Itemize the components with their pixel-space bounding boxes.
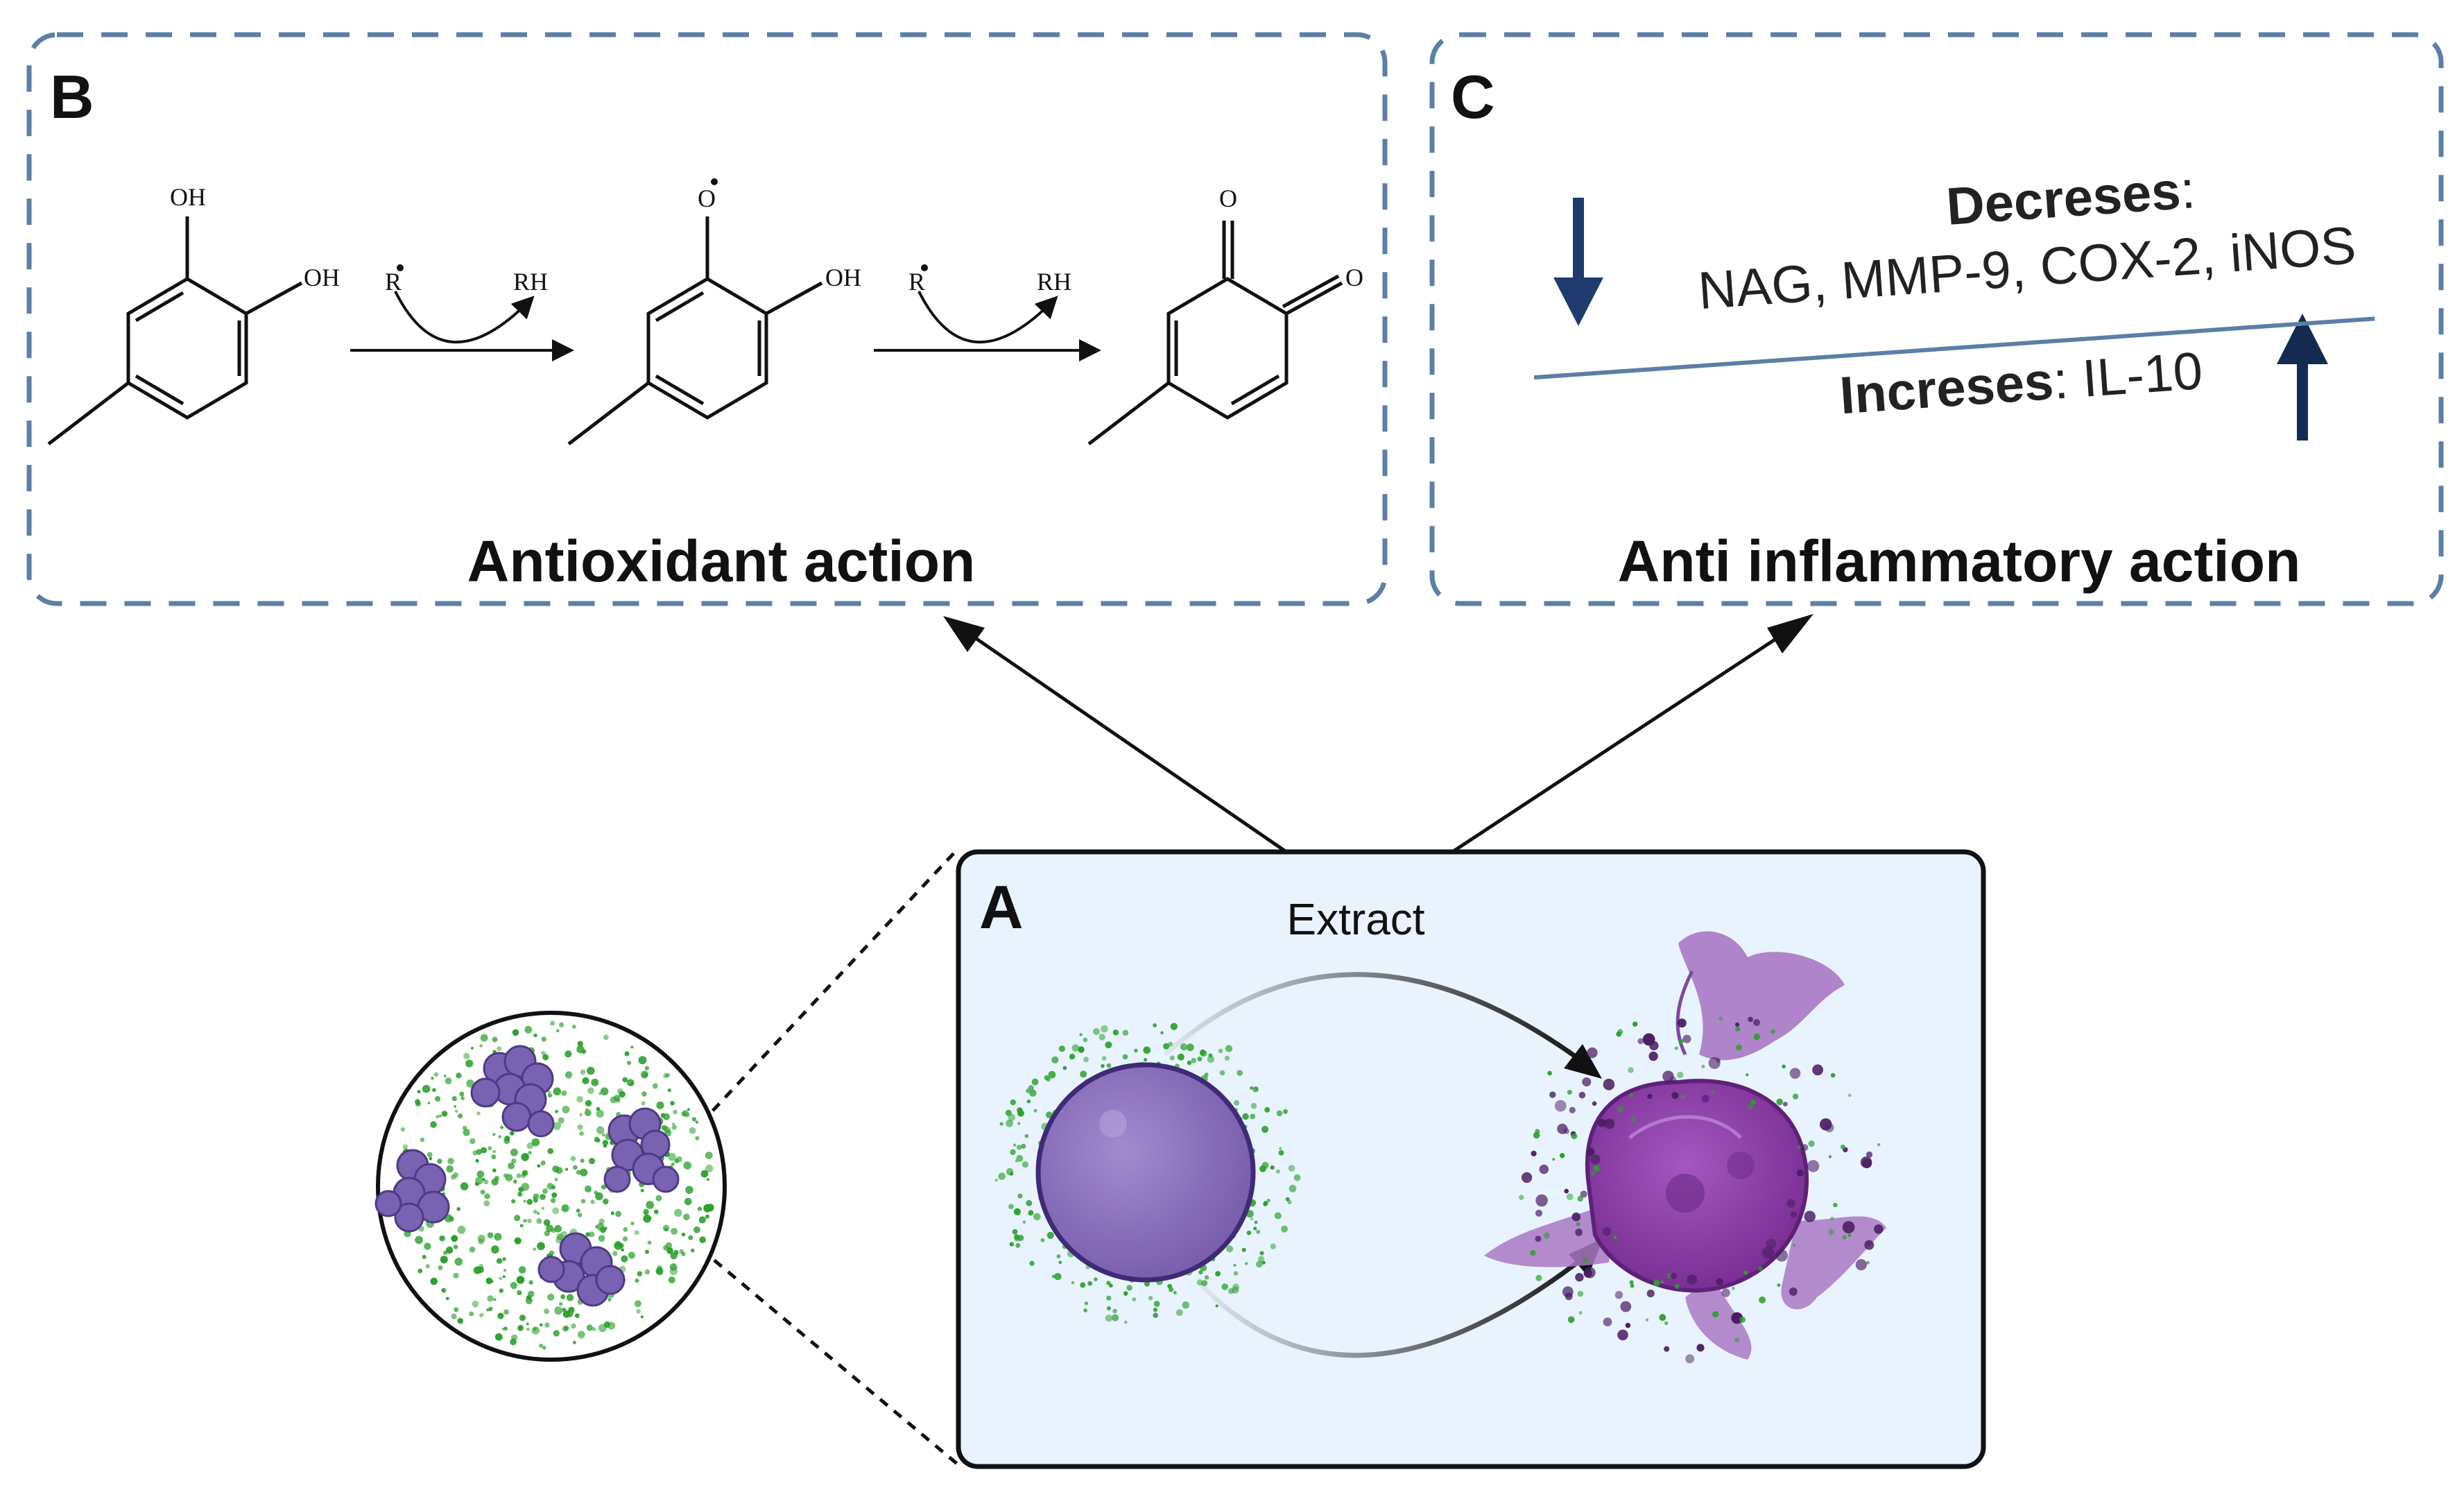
reaction-arrow-2 <box>874 264 1101 361</box>
decreases-items: NAG, MMP-9, COX-2, iNOS <box>1696 216 2358 320</box>
grape-cluster-3 <box>374 1149 450 1233</box>
inflammation-text-group: Decreses: NAG, MMP-9, COX-2, iNOS Incres… <box>1533 160 2375 425</box>
grape-cluster-4 <box>537 1232 626 1307</box>
zoom-lines <box>699 848 958 1465</box>
arrow-up-icon <box>2277 314 2328 441</box>
arrow-down-icon <box>1553 198 1603 326</box>
macrophage-particles <box>1518 1016 1884 1364</box>
panel-b-title: Antioxidant action <box>467 529 976 594</box>
increases-items: : IL-10 <box>2051 341 2205 411</box>
label-o-right: O <box>1345 264 1363 291</box>
grape-cluster-2 <box>603 1107 680 1193</box>
extract-label: Extract <box>1286 894 1424 944</box>
molecule-catechol <box>47 216 303 445</box>
label-o-top: O <box>1219 185 1237 212</box>
panel-a-extract: A Extract <box>956 849 1986 1469</box>
decreases-label: Decreses <box>1945 162 2182 237</box>
panel-c-border <box>1429 32 2444 606</box>
grape-cluster-1 <box>470 1045 555 1138</box>
panel-c-anti-inflammatory: C Decreses: NAG, MMP-9, COX-2, iNOS Incr… <box>1429 32 2444 606</box>
panel-c-letter: C <box>1451 62 1495 131</box>
molecule-quinone <box>1087 221 1343 445</box>
reaction-arrow-1 <box>350 264 574 361</box>
label-oh-right: OH <box>304 264 340 291</box>
increases-label: Increses <box>1838 352 2056 425</box>
activated-macrophage <box>1484 931 1886 1364</box>
label-rh-1: RH <box>513 268 548 296</box>
panel-a-letter: A <box>979 873 1024 941</box>
label-r-radical-1: R <box>385 268 402 296</box>
label-rh-2: RH <box>1037 268 1071 296</box>
panel-b-antioxidant: B OH OH R RH <box>26 32 1388 606</box>
immune-cell <box>994 1023 1301 1324</box>
panel-b-border <box>26 32 1388 606</box>
label-r-radical-2: R <box>908 268 925 296</box>
divider-line <box>1533 316 2375 380</box>
decreases-colon: : <box>2178 160 2197 220</box>
panel-b-letter: B <box>50 62 94 131</box>
label-oh-top: OH <box>170 183 206 211</box>
radical-dot <box>711 178 718 185</box>
extract-arrow-bottom <box>1198 1247 1597 1358</box>
panel-c-title: Anti inflammatory action <box>1618 529 2301 594</box>
extract-arrow-top <box>1163 972 1594 1070</box>
svg-text:Increses: IL-10: Increses: IL-10 <box>1838 341 2205 425</box>
molecule-semiquinone <box>567 216 823 445</box>
magnified-extract-circle <box>374 1011 727 1362</box>
svg-text:Decreses:: Decreses: <box>1945 160 2197 237</box>
label-o-radical: O <box>698 185 716 212</box>
label-oh-mid: OH <box>825 264 861 291</box>
